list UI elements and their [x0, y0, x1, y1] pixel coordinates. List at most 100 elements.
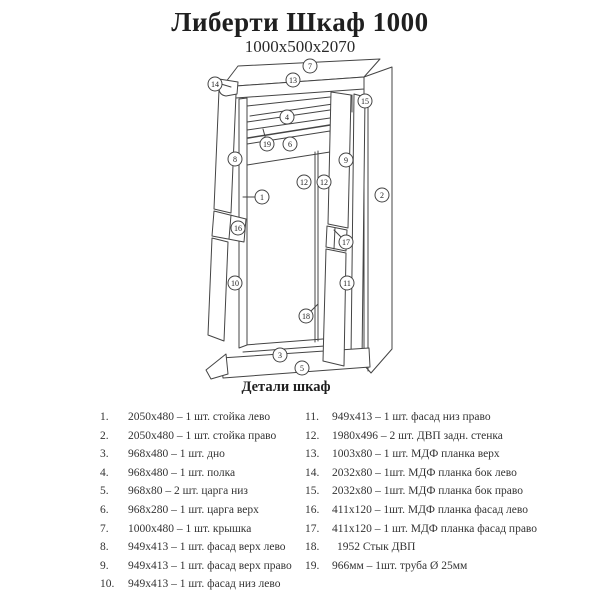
callout-label: 7 [308, 62, 312, 71]
parts-list-item: 10. 949x413 – 1 шт. фасад низ лево [100, 578, 300, 597]
hanging-tube [247, 124, 331, 139]
parts-list-item: 15.2032x80 – 1шт. МДФ планка бок право [305, 485, 524, 504]
part-number: 12. [305, 429, 320, 442]
callout-label: 3 [278, 351, 282, 360]
parts-list-item: 5.968x80 – 2 шт. царга низ [100, 485, 300, 504]
callout-label: 17 [342, 238, 350, 247]
part-description: 949x413 – 1 шт. фасад низ лево [128, 578, 281, 591]
part-description: 968x80 – 2 шт. царга низ [128, 485, 248, 498]
part-number: 7. [100, 522, 109, 535]
callout-18: 18 [298, 308, 314, 324]
callout-17: 17 [338, 234, 354, 250]
callout-11: 11 [339, 275, 355, 291]
parts-list-item: 14. 2032x80 – 1шт. МДФ планка бок лево [305, 467, 520, 486]
part-description: 949x413 – 1 шт. фасад верх право [128, 559, 292, 572]
parts-list-item: 17.411x120 – 1 шт. МДФ планка фасад прав… [305, 523, 537, 542]
part-number: 3. [100, 448, 109, 461]
facade-lower-right [322, 248, 347, 367]
part-number: 9. [100, 559, 109, 572]
callout-circle [227, 151, 243, 167]
part-description: 2050x480 – 1 шт. стойка лево [128, 411, 271, 423]
parts-list-item: 7. 1000x480 – 1 шт. крышка [100, 523, 300, 542]
parts-list-left: 1. 2050x480 – 1 шт. стойка лево 2. 2050x480… [100, 411, 300, 597]
part-description: 949x413 – 1 шт. фасад низ право [332, 411, 491, 423]
lower-rail [220, 347, 371, 379]
callout-circle [357, 93, 373, 109]
part-description: 949x413 – 1 шт. фасад верх лево [128, 541, 286, 554]
parts-list-item: 4. 968x480 – 1 шт. полка [100, 467, 300, 486]
callout-14: 14 [207, 76, 223, 92]
callout-10: 10 [227, 275, 243, 291]
part-description: 968x280 – 1 шт. царга верх [128, 503, 259, 516]
parts-list-item: 11.949x413 – 1 шт. фасад низ право [305, 411, 520, 430]
part-description: 1980x496 – 2 шт. ДВП задн. стенка [332, 429, 503, 442]
callout-label: 18 [302, 312, 310, 321]
callout-circle [296, 174, 312, 190]
part-description: 1952 Стык ДВП [337, 541, 416, 554]
part-number: 19. [305, 559, 320, 572]
facade-upper-left [213, 89, 237, 214]
callout-label: 11 [343, 279, 351, 288]
parts-list-item: 8. 949x413 – 1 шт. фасад верх лево [100, 541, 300, 560]
callout-5: 5 [294, 360, 310, 376]
part-number: 2. [100, 429, 109, 442]
part-number: 8. [100, 541, 109, 554]
callout-label: 15 [361, 97, 369, 106]
leader-line-17 [333, 229, 343, 239]
callout-label: 6 [288, 140, 292, 149]
parts-list-item: 3.968x480 – 1 шт. дно [100, 448, 300, 467]
callout-3: 3 [272, 347, 288, 363]
mdf-facade-strip-left-edge [228, 214, 232, 240]
callout-circle [298, 308, 314, 324]
callout-circle [230, 220, 246, 236]
callout-6: 6 [282, 136, 298, 152]
callout-15: 15 [357, 93, 373, 109]
part-number: 6. [100, 503, 109, 516]
part-number: 13. [305, 448, 320, 461]
callout-label: 13 [289, 76, 297, 85]
parts-list-item: 16.411x120 – 1шт. МДФ планка фасад лево [305, 503, 528, 523]
left-foot [205, 353, 229, 380]
shelf [249, 103, 334, 117]
part-number: 1. [100, 411, 109, 423]
callout-label: 12 [320, 178, 328, 187]
part-description: 2050x480 – 1 шт. стойка право [128, 429, 277, 442]
callout-2: 2 [374, 187, 390, 203]
callout-label: 12 [300, 178, 308, 187]
callout-16: 16 [230, 220, 246, 236]
callout-label: 8 [233, 155, 237, 164]
part-number: 10. [100, 578, 115, 591]
callout-circle [259, 136, 275, 152]
parts-list-item: 12. 1980x496 – 2 шт. ДВП задн. стенка [305, 430, 520, 449]
callout-1: 1 [254, 189, 270, 205]
callout-circle [282, 136, 298, 152]
parts-list-item: 1. 2050x480 – 1 шт. стойка лево [100, 411, 300, 430]
parts-list-item: 2. 2050x480 – 1 шт. стойка право [100, 430, 300, 449]
callout-7: 7 [302, 58, 318, 74]
part-description: 2032x80 – 1шт. МДФ планка бок лево [332, 466, 517, 479]
callout-circle [254, 189, 270, 205]
dimensions-subtitle: 1000x500x2070 [244, 37, 356, 56]
part-number: 16. [305, 503, 320, 516]
part-description: 2032x80 – 1шт. МДФ планка бок право [332, 485, 524, 498]
part-number: 4. [100, 466, 109, 479]
parts-list-item: 6. 968x280 – 1 шт. царга верх [100, 504, 300, 523]
part-description: 1000x480 – 1 шт. крышка [128, 522, 252, 535]
part-number: 14. [305, 466, 320, 479]
callout-circle [294, 360, 310, 376]
callout-circle [339, 275, 355, 291]
callout-label: 14 [211, 80, 219, 89]
part-number: 18. [305, 541, 320, 554]
callout-8: 8 [227, 151, 243, 167]
part-description: 968x480 – 1 шт. полка [128, 466, 236, 479]
side-panel-right [363, 66, 393, 374]
callout-4: 4 [279, 109, 295, 125]
callout-19: 19 [259, 136, 275, 152]
callout-12: 12 [296, 174, 312, 190]
callout-circle [272, 347, 288, 363]
callout-circle [285, 72, 301, 88]
parts-list-item: 19.966мм – 1шт. труба Ø 25мм [305, 560, 520, 579]
callout-circle [338, 234, 354, 250]
